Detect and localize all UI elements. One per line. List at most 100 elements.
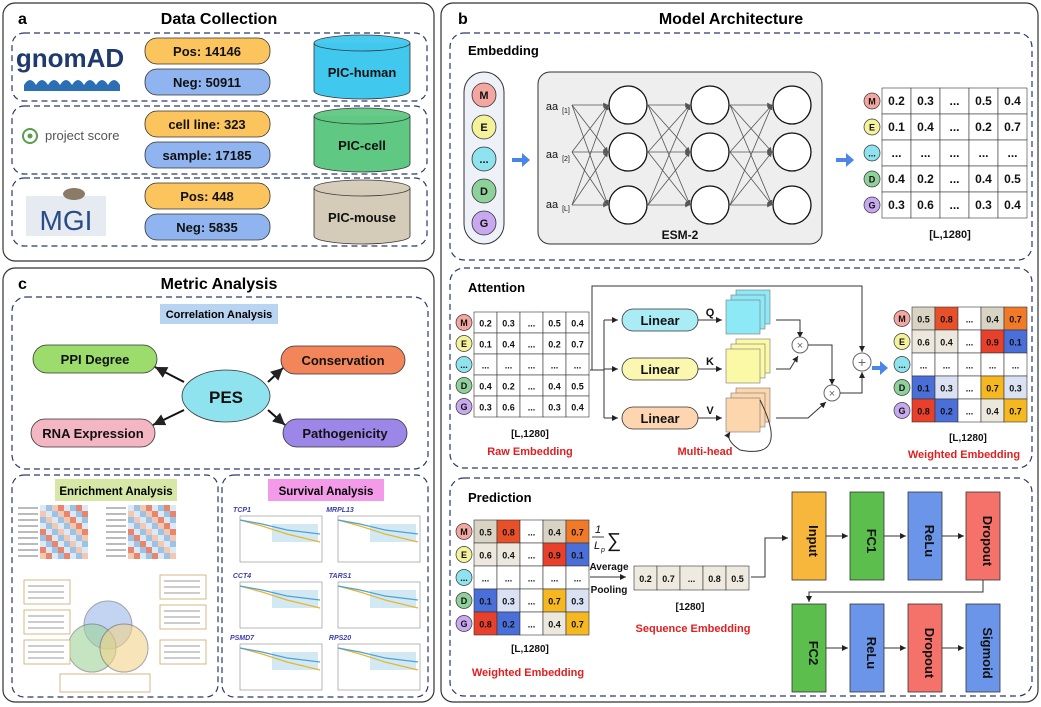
enrichment-heat-cell	[164, 523, 170, 529]
nn-layer-box	[907, 491, 943, 581]
nn-node	[608, 132, 648, 172]
matrix-cell	[939, 139, 970, 167]
matrix-cell-value: ...	[551, 361, 559, 371]
enrichment-heat-cell	[82, 541, 88, 547]
prediction-frame	[449, 477, 1033, 697]
input-token-label: M	[479, 90, 488, 102]
survival-curve-low	[239, 519, 321, 535]
matrix-token-circle	[455, 523, 473, 540]
dataset-cylinder-top	[313, 179, 411, 197]
nn-layer-box	[849, 603, 885, 693]
matrix-cell	[997, 139, 1028, 167]
matrix-token-circle	[893, 333, 911, 350]
enrichment-heat-cell	[134, 541, 140, 547]
matrix-token-label: G	[460, 619, 467, 629]
aa-label-subscript: [L]	[562, 206, 570, 213]
enrichment-heat-cell	[140, 553, 146, 559]
target-center-dot	[27, 133, 33, 139]
matrix-cell-value: 0.7	[548, 597, 561, 607]
embedding-shape-label: [L,1280]	[929, 229, 971, 241]
pool-formula-denominator: L	[594, 540, 600, 552]
enrichment-heat-cell	[152, 523, 158, 529]
matrix-cell-value: 0.4	[986, 315, 999, 325]
matrix-cell-value: 0.5	[548, 319, 561, 329]
weighted-caption: Weighted Embedding	[472, 667, 584, 679]
matrix-cell-value: 0.7	[986, 384, 999, 394]
matrix-cell-value: 0.2	[940, 407, 953, 417]
matrix-cell-value: ...	[920, 361, 928, 371]
nn-node	[608, 185, 648, 225]
multihead-caption: Multi-head	[678, 446, 733, 458]
mouse-logo	[63, 188, 85, 200]
matrix-cell-value: 0.4	[571, 403, 584, 413]
matrix-token-label: M	[868, 97, 876, 107]
nn-layer-label: Dropout	[980, 516, 995, 567]
raw-shape-label: [L,1280]	[511, 429, 549, 440]
enrichment-heat-cell	[40, 547, 46, 553]
dataset-cylinder-top	[313, 34, 411, 52]
seq-caption: Sequence Embedding	[636, 623, 751, 635]
matrix-cell-value: 0.8	[917, 407, 930, 417]
qkv-label: V	[706, 405, 714, 417]
correlation-arrow	[154, 366, 185, 383]
panel-c: c Metric Analysis Correlation Analysis P…	[2, 267, 435, 703]
survival-label: Survival Analysis	[279, 486, 374, 498]
enrichment-heat-cell	[170, 505, 176, 511]
matrix-cell	[565, 611, 590, 636]
enrichment-heat-cell	[82, 547, 88, 553]
matrix-cell-value: 0.6	[502, 403, 515, 413]
aa-label: aa	[546, 199, 559, 211]
enrichment-heat-cell	[40, 541, 46, 547]
flow-line	[776, 319, 803, 338]
matrix-cell-value: ...	[891, 146, 901, 160]
survival-ci-band	[370, 590, 416, 608]
enrichment-heat-cell	[128, 505, 134, 511]
matrix-cell	[565, 395, 590, 418]
matrix-cell-value: 0.9	[986, 338, 999, 348]
enrichment-heat-cell	[52, 553, 58, 559]
metric-node	[30, 418, 156, 448]
enrichment-heat-cell	[52, 523, 58, 529]
enrichment-heat-cell	[140, 517, 146, 523]
matrix-cell	[997, 165, 1028, 193]
enrichment-heat-cell	[170, 547, 176, 553]
matrix-cell-value: 0.3	[479, 403, 492, 413]
nn-node	[690, 132, 730, 172]
linear-label: Linear	[640, 362, 679, 377]
enrichment-heat-cell	[76, 505, 82, 511]
enrichment-heat-cell	[134, 535, 140, 541]
metric-node	[280, 345, 406, 375]
survival-curve-high	[337, 585, 419, 609]
matrix-token-label: G	[898, 406, 905, 416]
enrichment-heat-cell	[140, 511, 146, 517]
matrix-token-circle	[455, 314, 473, 331]
attention-frame	[449, 267, 1033, 469]
matrix-token-label: ...	[460, 360, 468, 370]
survival-curve-low	[337, 647, 419, 663]
survival-frame	[221, 474, 429, 698]
enrichment-heat-cell	[152, 517, 158, 523]
matrix-token-label: E	[869, 123, 875, 133]
panel-b-letter: b	[458, 11, 468, 28]
enrichment-heat-cell	[134, 523, 140, 529]
enrichment-heat-cell	[152, 547, 158, 553]
seq-cell-value: ...	[688, 574, 696, 584]
enrichment-heat-cell	[152, 541, 158, 547]
project-score-target-logo	[22, 128, 38, 144]
esm2-label: ESM-2	[662, 228, 699, 242]
enrichment-heat-cell	[164, 547, 170, 553]
weighted-caption: Weighted Embedding	[908, 449, 1020, 461]
matrix-cell-value: 0.4	[1004, 198, 1021, 212]
enrichment-heat-cell	[82, 553, 88, 559]
matrix-cell-value: 0.4	[502, 340, 515, 350]
enrichment-heat-cell	[128, 511, 134, 517]
matrix-cell	[939, 165, 970, 193]
matrix-token-circle	[863, 196, 881, 214]
nn-node	[772, 185, 812, 225]
matrix-cell-value: ...	[482, 361, 490, 371]
enrichment-heat-cell	[164, 541, 170, 547]
enrichment-heat-cell	[58, 541, 64, 547]
enrichment-heat-cell	[164, 535, 170, 541]
aa-label: aa	[546, 101, 559, 113]
matrix-cell-value: ...	[528, 597, 536, 607]
